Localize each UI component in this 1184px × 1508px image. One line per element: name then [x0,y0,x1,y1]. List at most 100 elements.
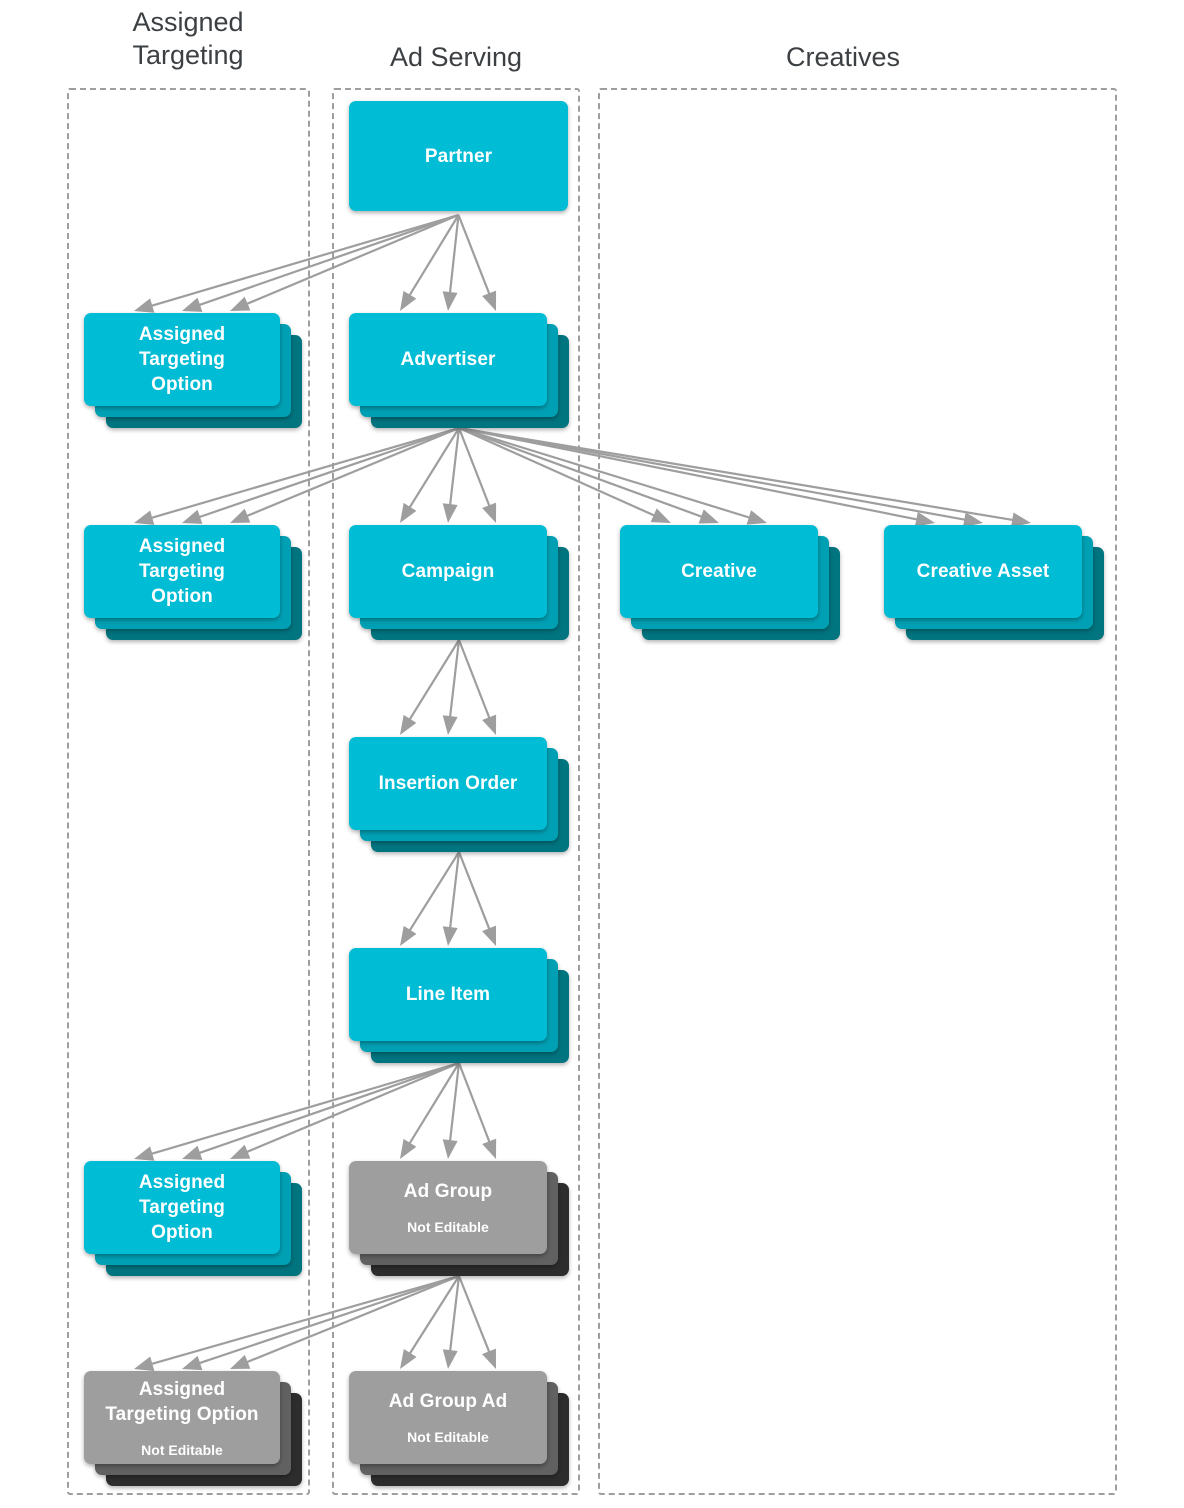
edge-line-item-to-ato-3 [134,1061,460,1161]
edge-ad-group-to-ato-4-line-2 [245,1274,460,1364]
edge-advertiser-to-creative-asset-line-1 [458,426,967,522]
node-ato-1-card: Assigned Targeting Option [84,313,280,406]
edge-advertiser-to-ato-2-line-0 [150,426,460,520]
edge-insertion-order-to-line-item-arrowhead-0 [400,925,417,946]
edge-advertiser-to-ato-2-arrowhead-1 [182,509,203,524]
edge-campaign-to-insertion-order-arrowhead-0 [400,714,417,735]
node-campaign[interactable]: Campaign [349,525,569,640]
edge-partner-to-ato-1 [134,213,459,313]
edge-advertiser-to-ato-2-line-2 [245,426,460,518]
node-advertiser-label: Advertiser [400,349,496,370]
edge-advertiser-to-campaign-line-0 [408,427,460,510]
node-ato-2[interactable]: Assigned Targeting Option [84,525,302,640]
node-ato-3-card: Assigned Targeting Option [84,1161,280,1254]
edge-advertiser-to-creative-asset [458,426,1031,528]
node-ato-4-label: Assigned Targeting Option [105,1378,259,1425]
edge-partner-to-ato-1-line-1 [197,213,459,307]
edge-line-item-to-ato-3-line-2 [245,1061,460,1154]
edge-ad-group-to-ad-group-ad-arrowhead-0 [400,1348,417,1369]
node-creative-card: Creative [620,525,818,618]
edge-line-item-to-ad-group-line-0 [407,1062,460,1146]
edge-advertiser-to-creative-arrowhead-2 [746,510,767,525]
edge-ad-group-to-ad-group-ad-arrowhead-2 [482,1348,496,1369]
column-title-creatives: Creatives [785,42,901,72]
edge-advertiser-to-campaign-arrowhead-2 [482,502,497,523]
edge-insertion-order-to-line-item [400,851,497,946]
edge-ad-group-to-ad-group-ad-line-2 [457,1275,491,1354]
node-ato-2-card: Assigned Targeting Option [84,525,280,618]
edge-advertiser-to-creative-asset-arrowhead-1 [962,512,983,527]
group-container-creatives [598,88,1117,1495]
node-ato-1[interactable]: Assigned Targeting Option [84,313,302,428]
edge-ad-group-to-ad-group-ad [400,1275,496,1369]
group-container-assigned-targeting [67,88,310,1495]
edge-partner-to-advertiser-arrowhead-2 [482,290,497,311]
group-container-ad-serving [332,88,580,1495]
node-insertion-order[interactable]: Insertion Order [349,737,569,852]
edge-partner-to-advertiser [400,214,497,311]
edge-line-item-to-ad-group-arrowhead-0 [400,1138,417,1159]
edge-insertion-order-to-line-item-arrowhead-2 [482,925,497,946]
edge-partner-to-ato-1-line-0 [149,213,459,308]
edge-line-item-to-ad-group-arrowhead-1 [442,1139,458,1159]
node-campaign-card: Campaign [349,525,547,618]
edge-campaign-to-insertion-order-line-1 [448,639,461,719]
edge-partner-to-advertiser-line-0 [407,214,460,298]
edge-advertiser-to-creative [458,426,767,525]
node-line-item-card: Line Item [349,948,547,1041]
node-creative-asset-card: Creative Asset [884,525,1082,618]
edge-advertiser-to-campaign-line-2 [457,427,491,508]
edge-ad-group-to-ato-4-arrowhead-0 [134,1356,155,1371]
node-line-item[interactable]: Line Item [349,948,569,1063]
edge-partner-to-advertiser-arrowhead-0 [400,290,417,311]
edge-partner-to-ato-1-arrowhead-1 [182,297,203,312]
edge-advertiser-to-ato-2 [134,426,460,525]
edge-insertion-order-to-line-item-line-1 [448,851,461,930]
edge-line-item-to-ad-group [400,1062,497,1159]
edge-partner-to-ato-1-arrowhead-2 [230,296,251,311]
edge-advertiser-to-ato-2-arrowhead-2 [230,508,251,523]
edge-campaign-to-insertion-order-arrowhead-2 [482,714,497,735]
edge-line-item-to-ato-3-arrowhead-0 [134,1146,155,1161]
edge-line-item-to-ato-3-arrowhead-2 [230,1144,251,1159]
edge-line-item-to-ad-group-line-2 [457,1062,491,1144]
node-creative[interactable]: Creative [620,525,840,640]
node-partner[interactable]: Partner [349,101,568,211]
edge-campaign-to-insertion-order-line-0 [408,639,460,722]
edge-line-item-to-ad-group-arrowhead-2 [482,1138,497,1159]
edge-advertiser-to-ato-2-arrowhead-0 [134,510,155,525]
edge-ad-group-to-ato-4-arrowhead-1 [182,1355,203,1371]
node-creative-asset[interactable]: Creative Asset [884,525,1104,640]
edge-advertiser-to-creative-line-0 [458,426,656,518]
node-ato-3[interactable]: Assigned Targeting Option [84,1161,302,1276]
node-ad-group-ad-label: Ad Group Ad [388,1391,508,1412]
edge-advertiser-to-creative-line-1 [458,426,704,519]
node-ato-4-sublabel: Not Editable [141,1441,223,1458]
node-insertion-order-card: Insertion Order [349,737,547,830]
edge-campaign-to-insertion-order-arrowhead-1 [442,715,458,735]
edge-campaign-to-insertion-order-line-2 [457,639,491,720]
column-title-ad-serving: Ad Serving [389,42,523,72]
edge-advertiser-to-campaign [400,427,497,523]
node-ato-2-label: Assigned Targeting Option [138,536,226,607]
node-campaign-label: Campaign [401,561,495,582]
edge-advertiser-to-creative-arrowhead-0 [650,508,671,523]
edge-advertiser-to-creative-asset-line-0 [458,426,919,521]
node-advertiser[interactable]: Advertiser [349,313,569,428]
node-creative-label: Creative [681,561,757,582]
node-partner-label: Partner [424,145,493,167]
edge-advertiser-to-creative-asset-arrowhead-0 [914,511,935,527]
edge-campaign-to-insertion-order [400,639,497,735]
edge-advertiser-to-creative-asset-arrowhead-2 [1011,512,1031,528]
edge-ad-group-to-ato-4-line-1 [197,1274,460,1365]
edge-ad-group-to-ato-4-arrowhead-2 [230,1354,251,1369]
edge-line-item-to-ato-3-line-0 [149,1061,460,1156]
